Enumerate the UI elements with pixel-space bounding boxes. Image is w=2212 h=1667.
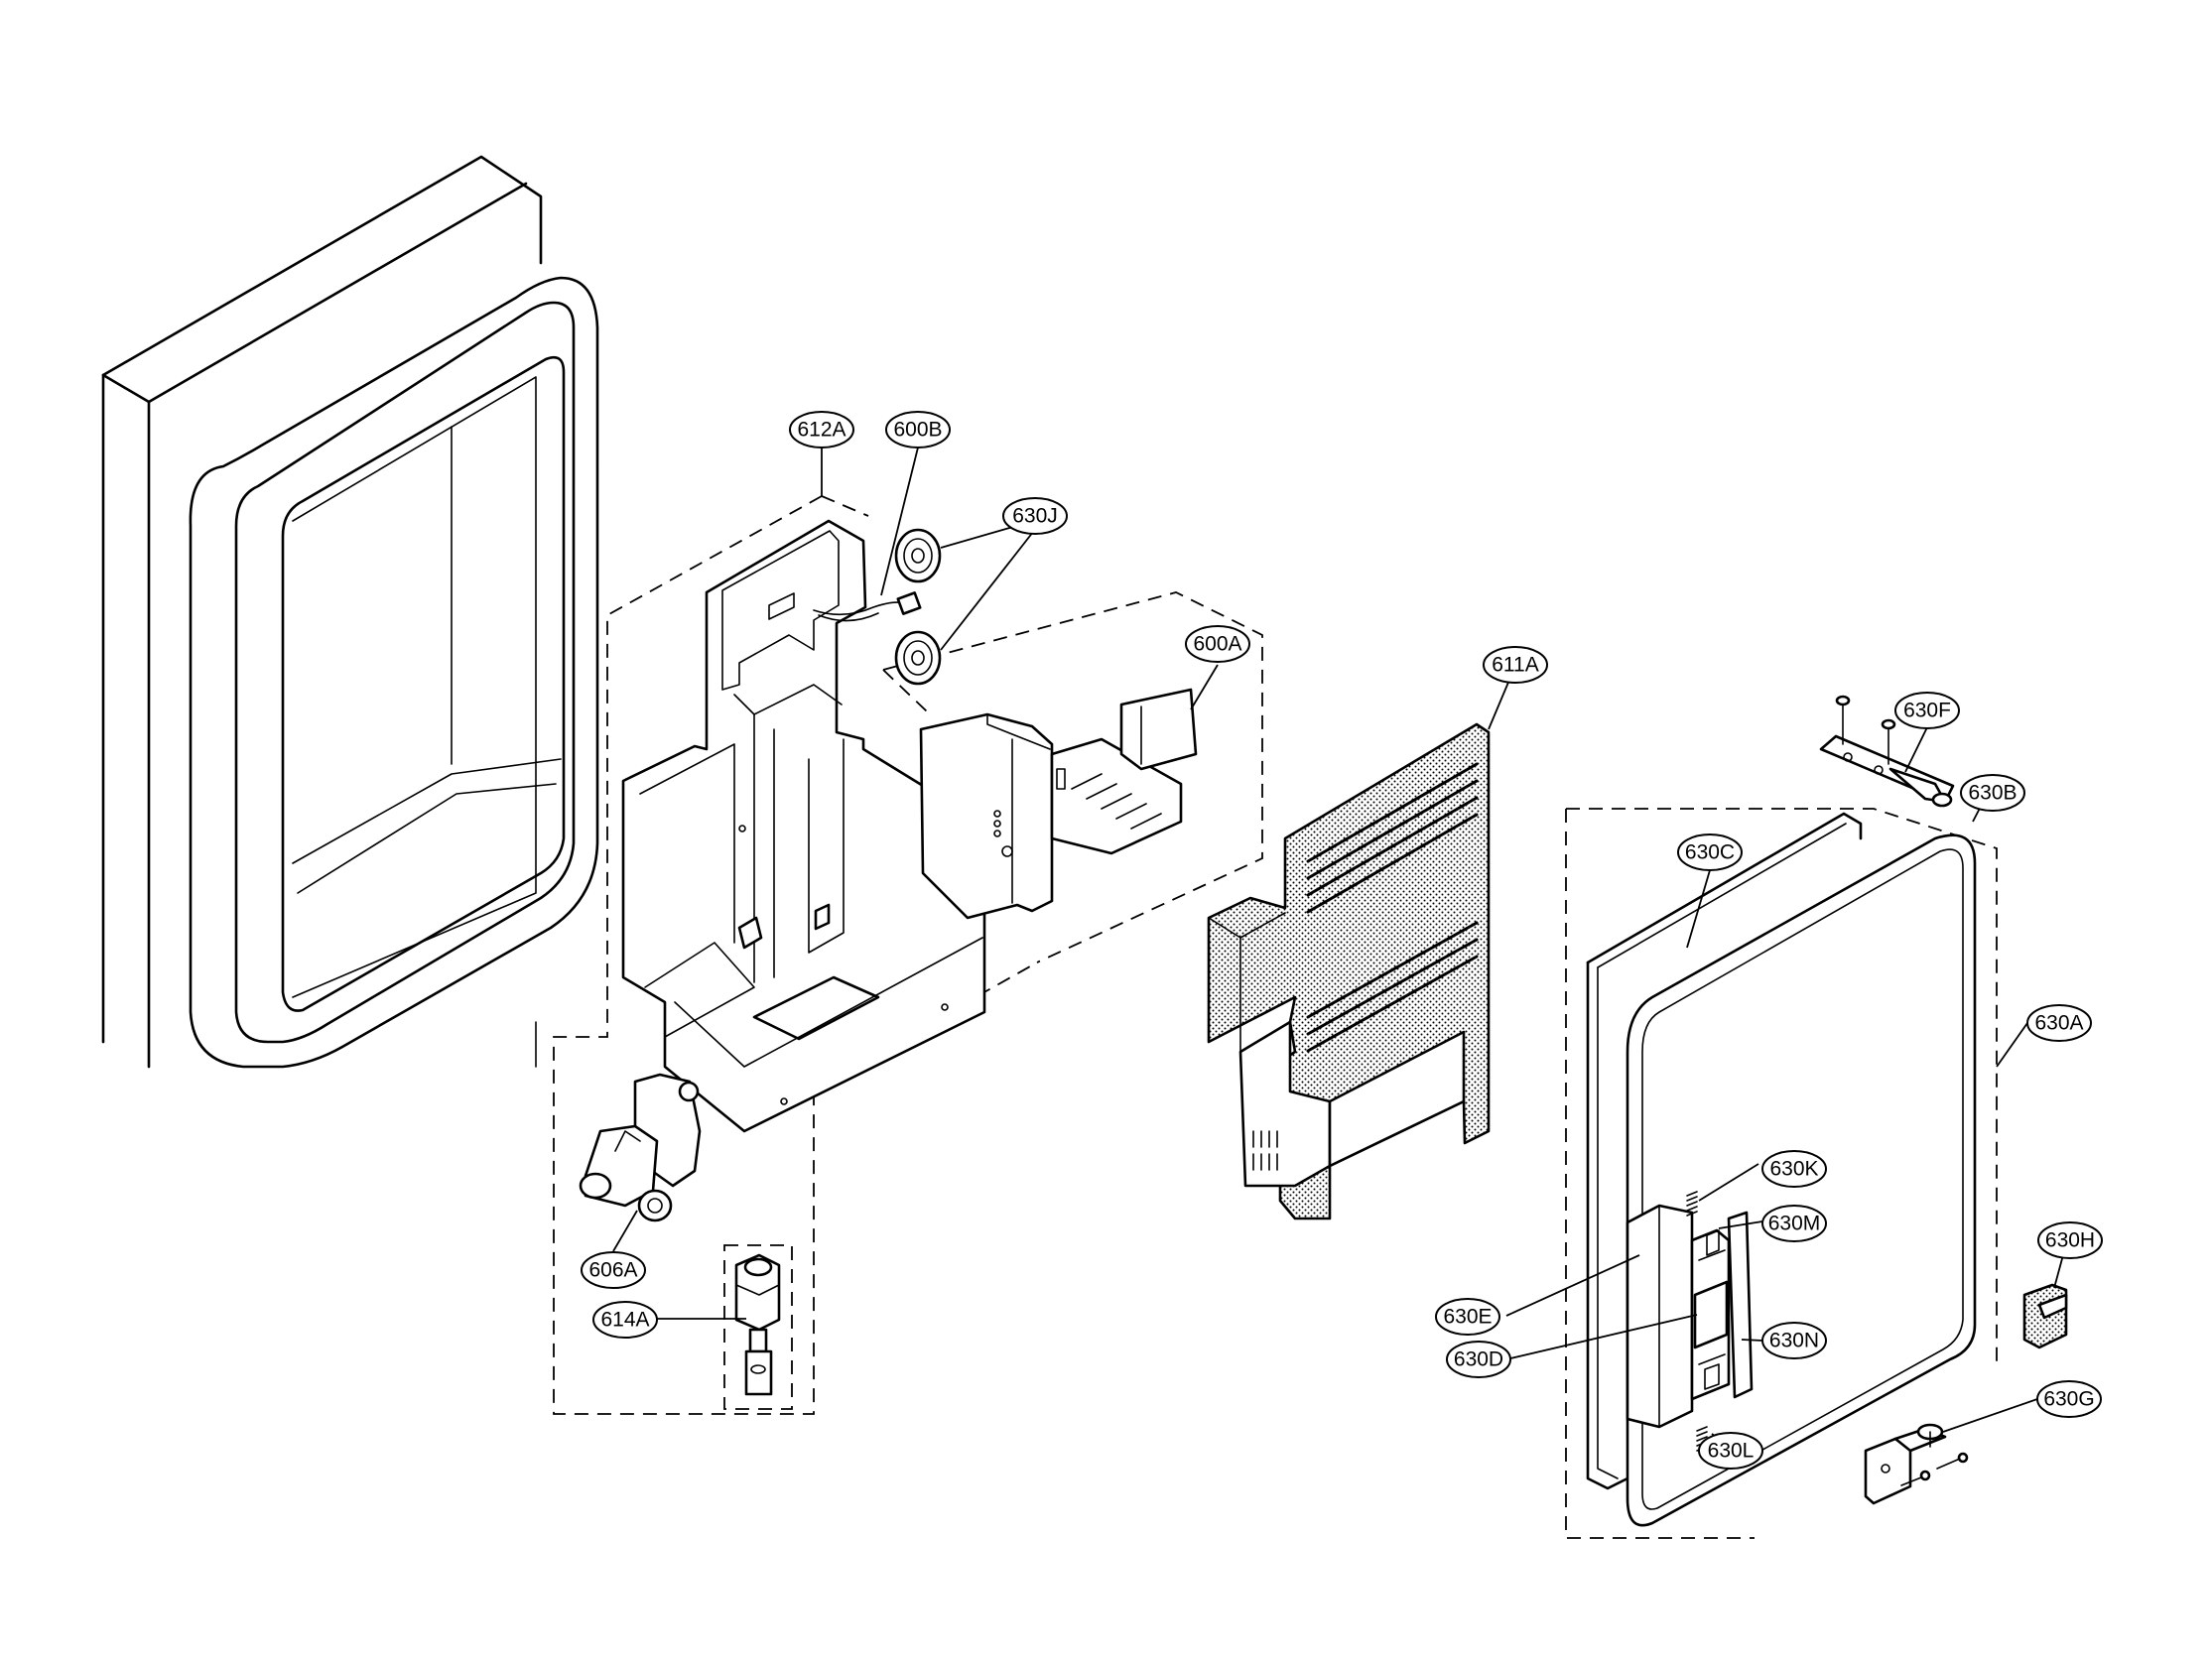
callout-630G-label: 630G xyxy=(2043,1388,2094,1411)
hinge-cap xyxy=(2022,1283,2068,1349)
callout-600A: 600A xyxy=(1185,625,1250,663)
callout-630A: 630A xyxy=(2026,1004,2092,1042)
assembly-outline-dispenser xyxy=(553,495,1038,1415)
callout-606A: 606A xyxy=(581,1251,646,1289)
solenoid-valve xyxy=(734,1253,781,1396)
callout-612A: 612A xyxy=(789,411,854,449)
bottom-hinge xyxy=(1864,1423,1969,1505)
callout-630F-label: 630F xyxy=(1903,700,1951,722)
water-valve xyxy=(579,1073,702,1222)
callout-630B-label: 630B xyxy=(1968,782,2017,805)
callout-630E-label: 630E xyxy=(1443,1306,1492,1329)
grommet-pair xyxy=(894,528,942,686)
wire-harness xyxy=(813,591,922,622)
callout-606A-label: 606A xyxy=(588,1259,637,1282)
callout-614A-label: 614A xyxy=(600,1309,649,1332)
insulated-cover xyxy=(1207,722,1491,1220)
callout-600B-label: 600B xyxy=(893,419,942,442)
callout-630G: 630G xyxy=(2036,1380,2102,1418)
callout-630K: 630K xyxy=(1761,1150,1827,1188)
callout-630C: 630C xyxy=(1677,834,1743,871)
dispenser-housing xyxy=(621,519,986,1133)
callout-614A: 614A xyxy=(592,1301,658,1339)
assembly-outline-door-front xyxy=(1565,808,1998,1539)
callout-630B: 630B xyxy=(1960,774,2025,812)
callout-630D-label: 630D xyxy=(1454,1348,1503,1371)
callout-611A: 611A xyxy=(1483,646,1548,684)
callout-630N: 630N xyxy=(1761,1322,1827,1359)
callout-630C-label: 630C xyxy=(1685,841,1735,864)
callout-630H-label: 630H xyxy=(2045,1229,2095,1252)
door-handle-assembly xyxy=(1626,1204,1754,1429)
assembly-outline-icemaker xyxy=(882,591,1263,963)
callout-630J-label: 630J xyxy=(1012,505,1058,528)
callout-630E: 630E xyxy=(1435,1298,1500,1336)
callout-612A-label: 612A xyxy=(797,419,846,442)
callout-630D: 630D xyxy=(1446,1341,1511,1378)
ice-maker xyxy=(919,688,1198,920)
callout-630H: 630H xyxy=(2037,1221,2103,1259)
callout-630J: 630J xyxy=(1002,497,1068,535)
callout-630M-label: 630M xyxy=(1768,1213,1821,1235)
spring-lower xyxy=(1696,1426,1708,1452)
callout-611A-label: 611A xyxy=(1492,654,1539,677)
door-panel xyxy=(101,155,599,1069)
callout-630F: 630F xyxy=(1894,692,1960,729)
callout-600A-label: 600A xyxy=(1193,633,1241,656)
callout-630M: 630M xyxy=(1761,1205,1827,1242)
callout-630L-label: 630L xyxy=(1708,1440,1755,1463)
top-hinge xyxy=(1819,695,1955,808)
assembly-outline-valve xyxy=(723,1244,793,1410)
callout-630N-label: 630N xyxy=(1769,1330,1819,1352)
callout-630K-label: 630K xyxy=(1769,1158,1818,1181)
callout-630L: 630L xyxy=(1698,1432,1763,1470)
door-gasket xyxy=(1586,812,1863,1490)
callout-630A-label: 630A xyxy=(2034,1012,2083,1035)
callout-600B: 600B xyxy=(885,411,951,449)
spring-upper xyxy=(1686,1191,1698,1217)
